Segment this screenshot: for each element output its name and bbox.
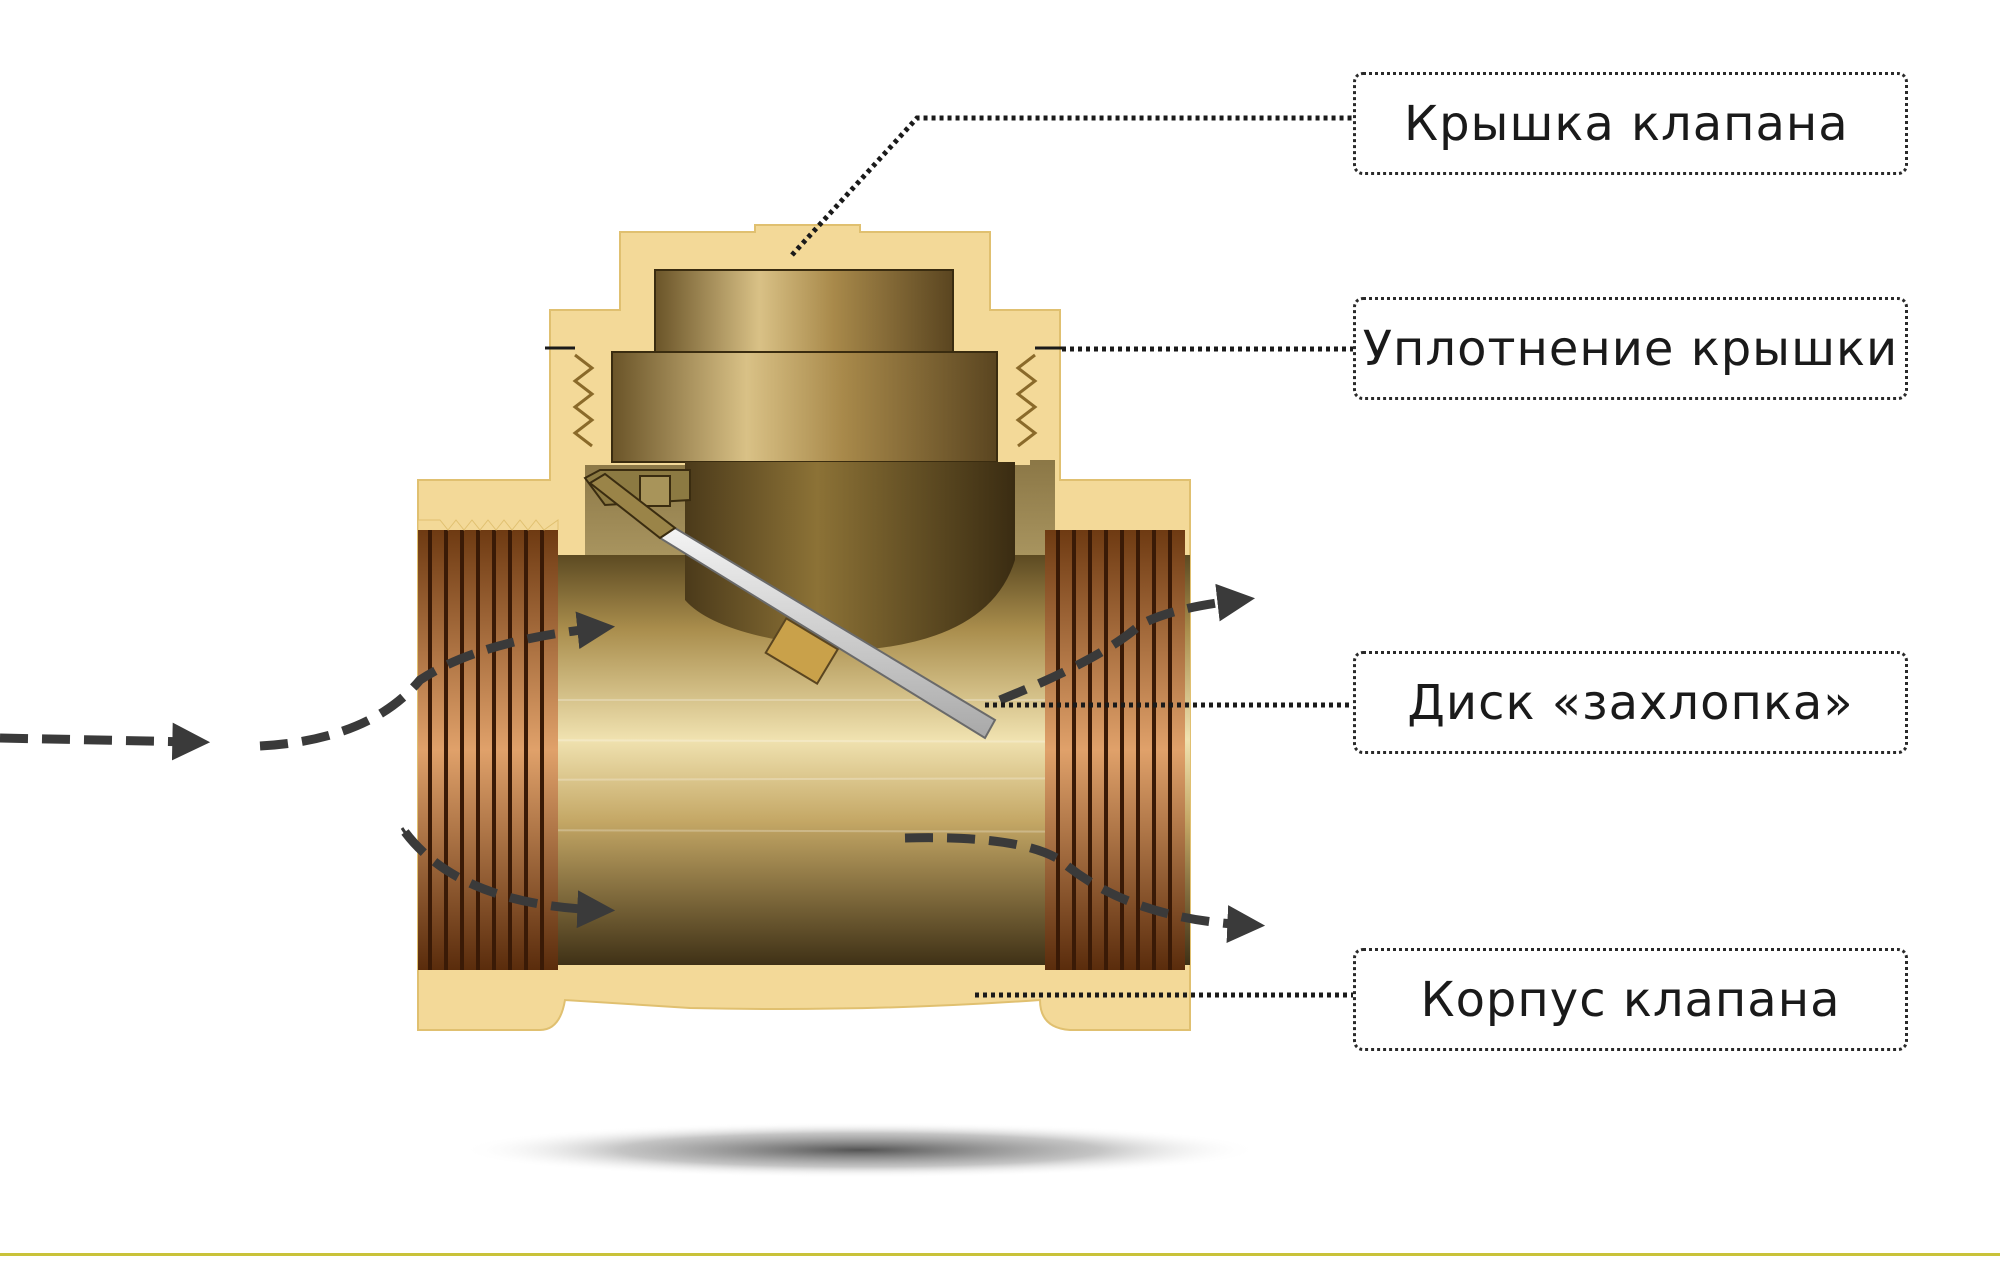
ground-shadow — [460, 1122, 1260, 1178]
outlet-threads — [1045, 530, 1185, 970]
label-disc: Диск «захлопка» — [1407, 674, 1854, 731]
callout-cap-seal: Уплотнение крышки — [1353, 297, 1908, 400]
leader-lines — [790, 115, 1353, 998]
label-valve-cap: Крышка клапана — [1404, 95, 1849, 152]
bottom-rule — [0, 1253, 2000, 1256]
cap-thread-left — [572, 353, 595, 448]
label-cap-seal: Уплотнение крышки — [1362, 320, 1899, 377]
callout-valve-cap: Крышка клапана — [1353, 72, 1908, 175]
inlet-threads — [418, 530, 558, 970]
cap-lower-block — [611, 351, 998, 463]
cap-thread-right — [1015, 353, 1038, 448]
callout-disc: Диск «захлопка» — [1353, 651, 1908, 754]
cap-top-block — [654, 269, 954, 356]
label-valve-body: Корпус клапана — [1420, 971, 1841, 1028]
flow-arrows — [0, 583, 1266, 943]
callout-valve-body: Корпус клапана — [1353, 948, 1908, 1051]
